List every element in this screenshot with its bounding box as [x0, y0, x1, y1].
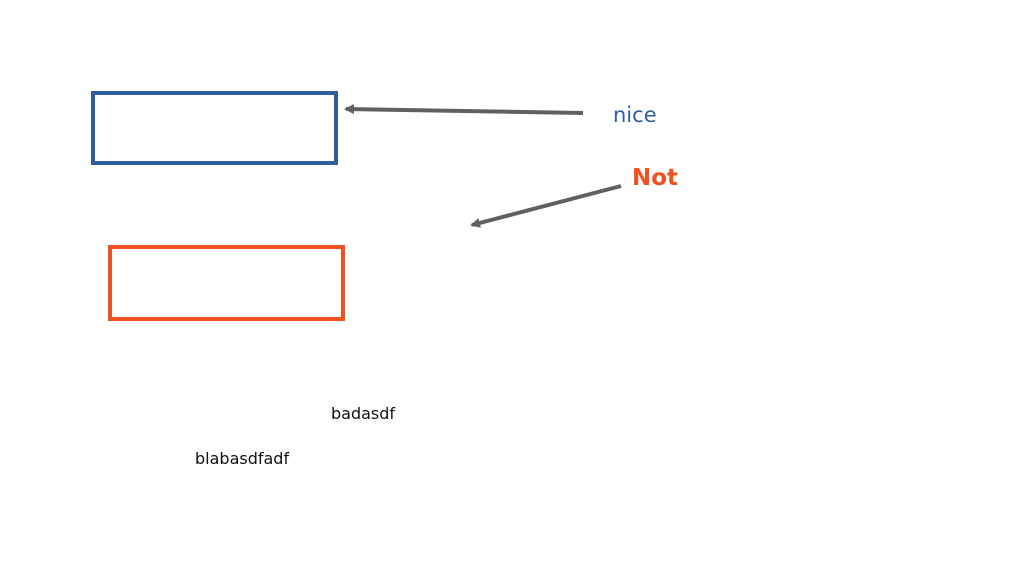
blue-rectangle — [91, 91, 338, 165]
text-badasdf: badasdf — [331, 404, 396, 423]
label-nice: nice — [613, 103, 657, 127]
text-blabasdfadf: blabasdfadf — [195, 449, 290, 468]
orange-rectangle — [108, 245, 345, 321]
label-not: Not — [632, 165, 679, 191]
arrow-not-pointer — [470, 184, 622, 228]
arrow-nice-to-blue-box — [344, 104, 584, 115]
